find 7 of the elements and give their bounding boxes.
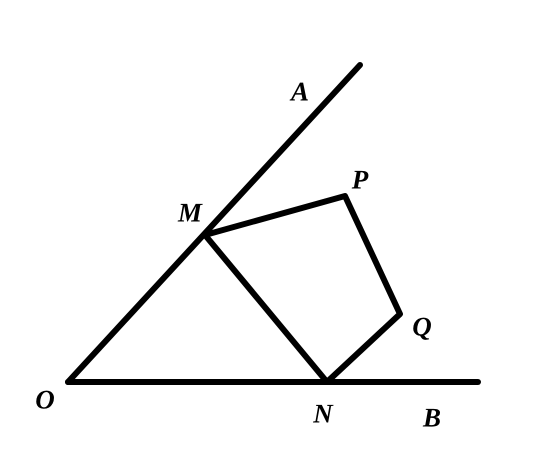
point-label: A — [291, 78, 309, 106]
point-label: N — [313, 400, 333, 428]
point-label: Q — [412, 314, 432, 340]
point-label: M — [178, 200, 202, 226]
point-label: B — [423, 404, 441, 432]
point-label: P — [352, 166, 368, 194]
point-label: O — [35, 386, 55, 414]
